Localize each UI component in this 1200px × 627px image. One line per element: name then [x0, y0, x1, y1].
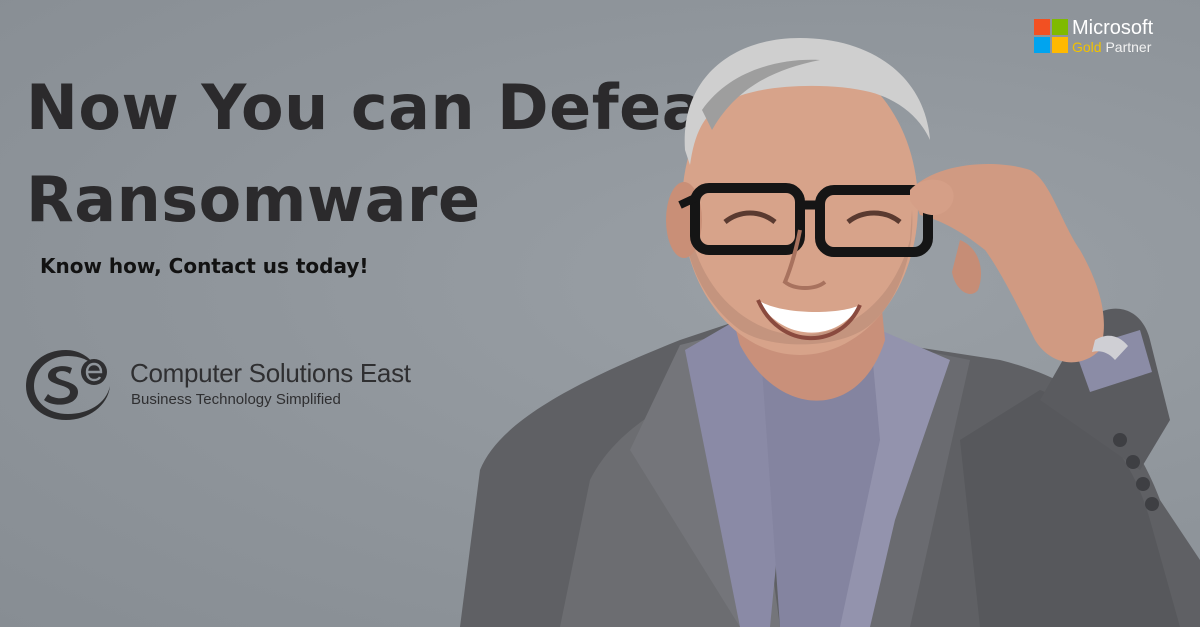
headline-line-2: Ransomware [26, 163, 481, 236]
company-name: Computer Solutions East [130, 358, 411, 388]
microsoft-gold-partner-badge: Microsoft Gold Partner [1034, 17, 1184, 59]
partner-tier-rest: Partner [1101, 39, 1152, 55]
microsoft-logo-icon [1034, 19, 1068, 53]
headline: Now You can Defeat Ransomware [26, 62, 734, 246]
call-to-action-text: Know how, Contact us today! [40, 254, 369, 278]
company-tagline: Business Technology Simplified [131, 391, 341, 408]
partner-tier: Gold Partner [1072, 39, 1151, 55]
partner-tier-highlight: Gold [1072, 39, 1102, 55]
headline-line-1: Now You can Defeat [26, 71, 735, 144]
company-logo-icon [26, 350, 110, 420]
smiling-man-with-glasses-photo [460, 38, 1200, 627]
partner-vendor-name: Microsoft [1072, 17, 1154, 39]
company-brand: Computer Solutions East Business Technol… [24, 344, 444, 424]
